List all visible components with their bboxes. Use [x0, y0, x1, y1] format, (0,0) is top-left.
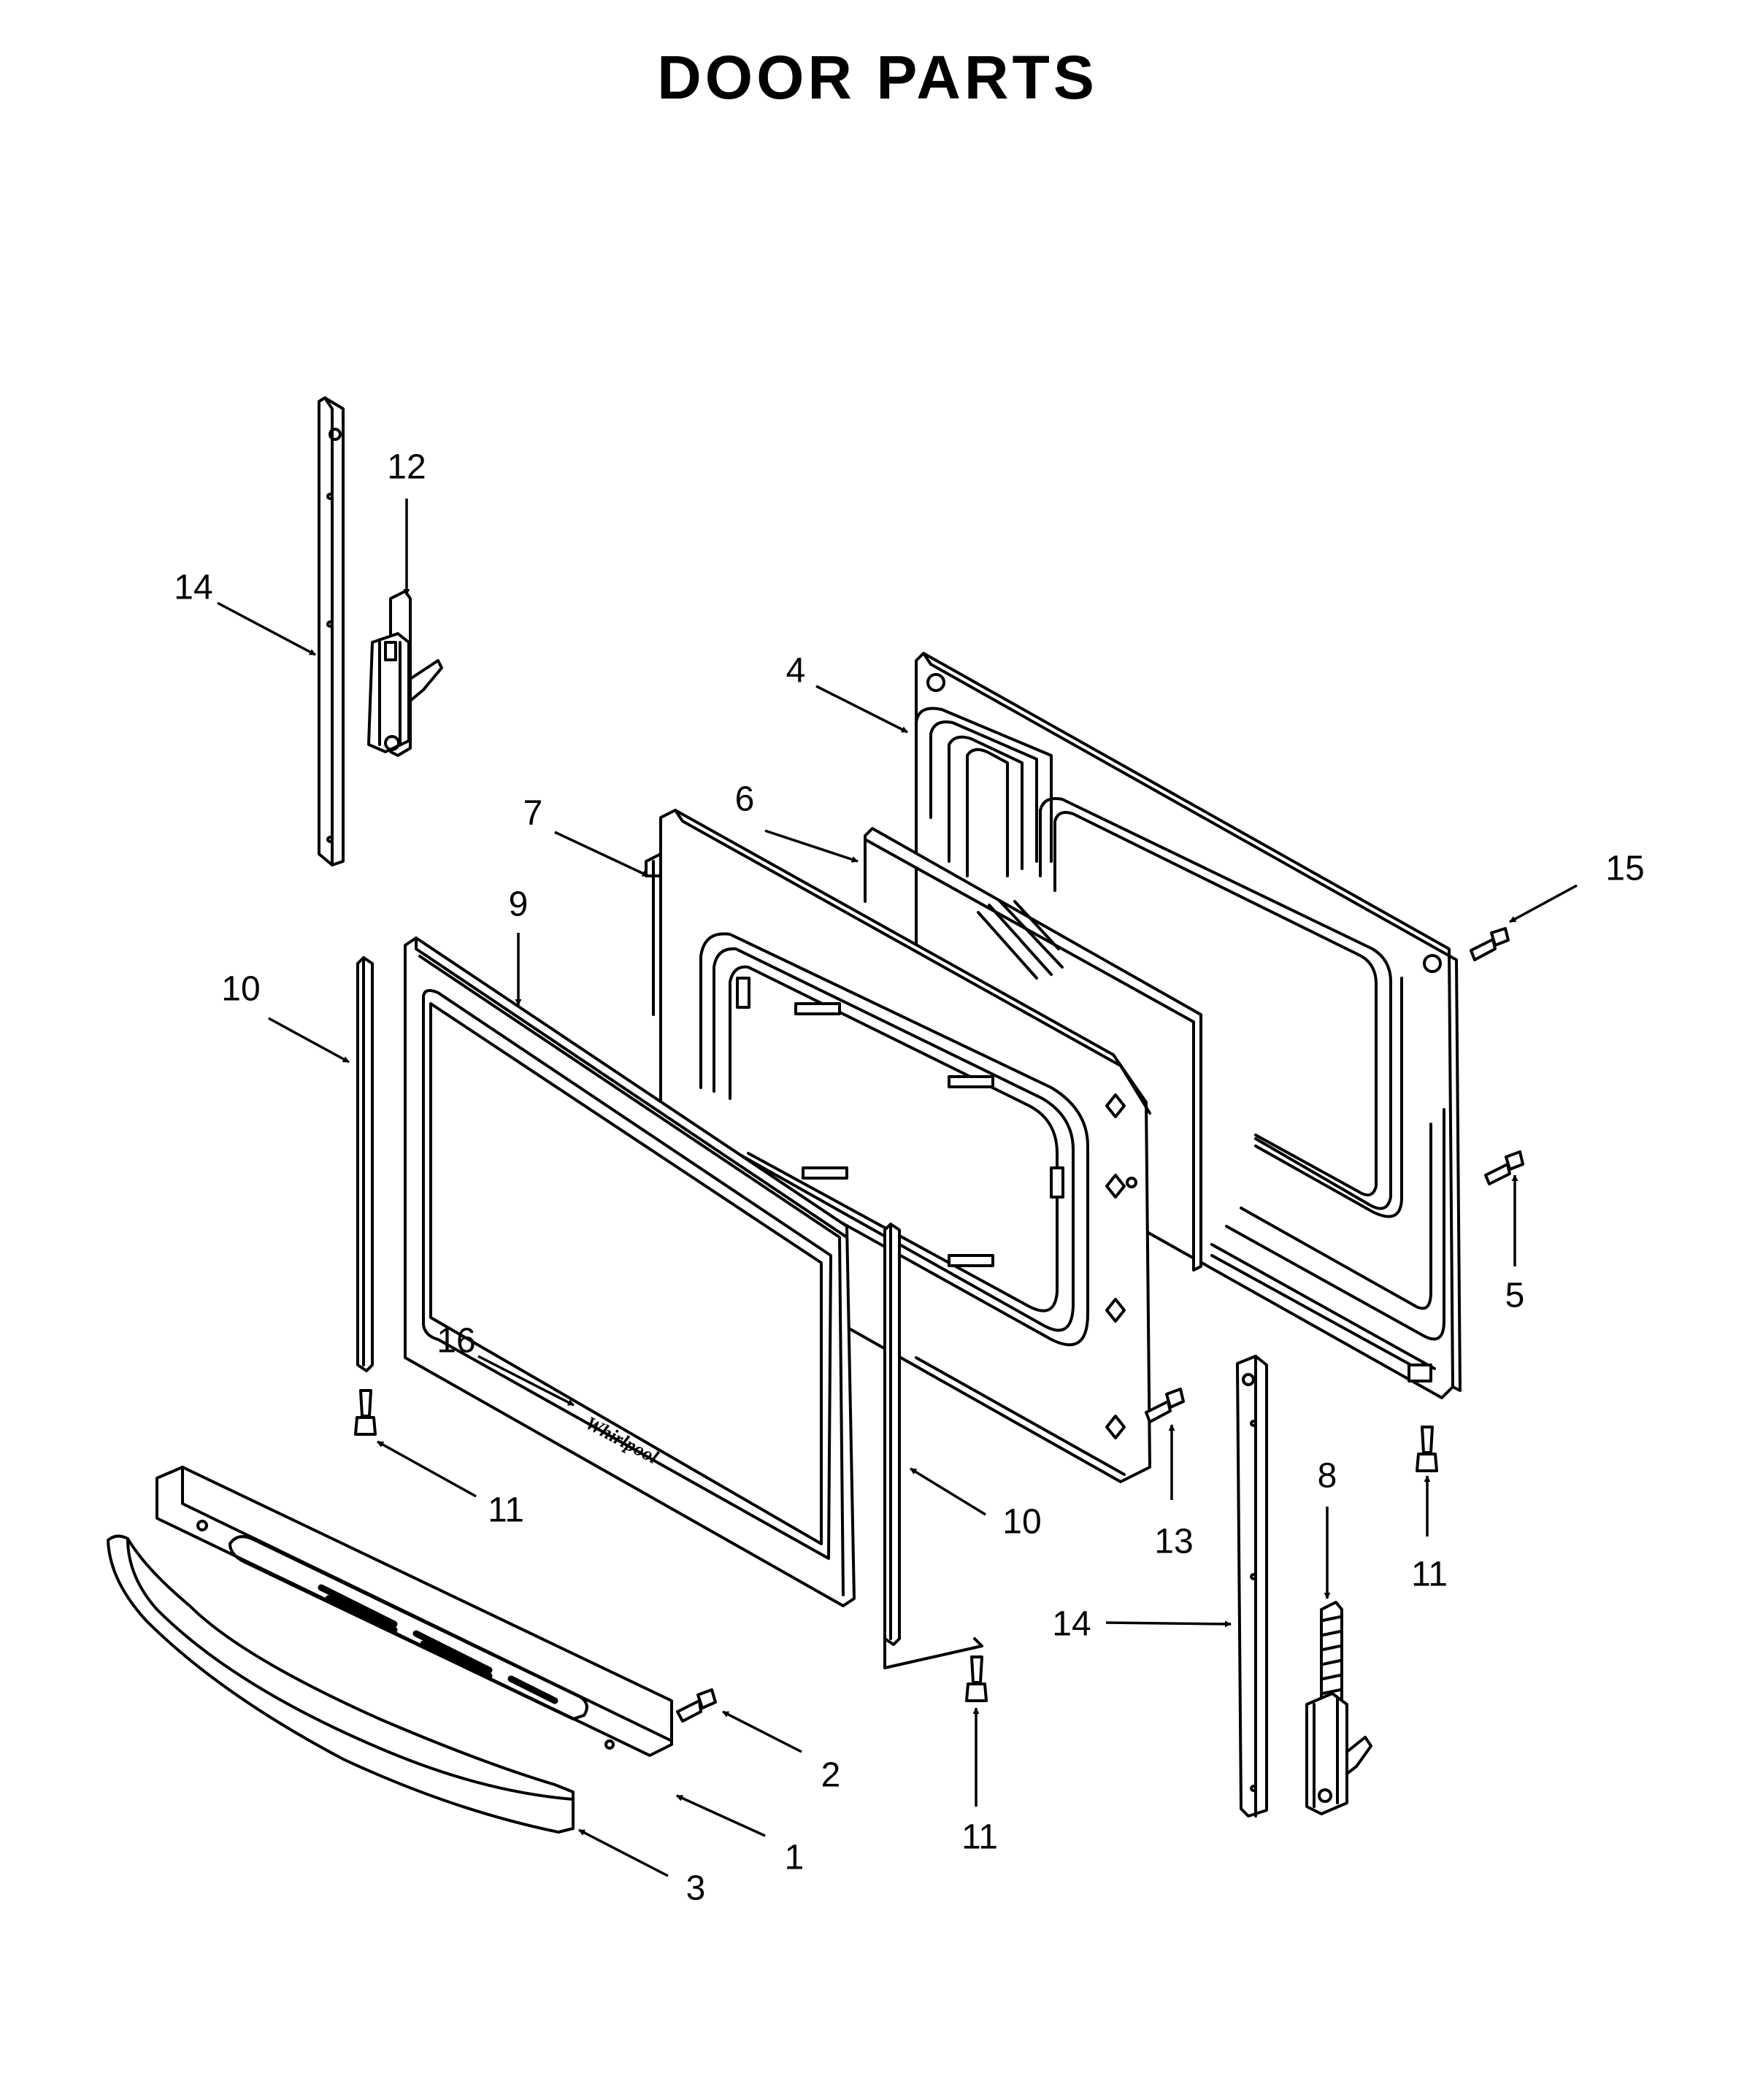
callout-12: 12	[387, 448, 426, 487]
callout-11-right: 11	[1411, 1555, 1448, 1594]
callout-3: 3	[686, 1869, 706, 1908]
callout-16: 16	[437, 1322, 475, 1361]
part-14-upper-hinge-channel	[318, 396, 345, 866]
part-1-handle-trim	[155, 1466, 673, 1757]
part-6-inner-glass	[864, 827, 1202, 1272]
part-4-outer-door-panel	[915, 652, 1462, 1399]
callout-9: 9	[509, 885, 529, 924]
leader-lines	[217, 499, 1578, 1877]
screw-11-center	[965, 1655, 988, 1702]
callout-14-lower: 14	[1052, 1605, 1091, 1644]
callout-11-left: 11	[488, 1491, 524, 1530]
part-14-lower-hinge-channel	[1236, 1355, 1268, 1818]
callout-1: 1	[785, 1839, 804, 1877]
part-12-upper-hinge	[367, 590, 443, 757]
callout-labels: 14 12 4 6 7 15 9 10 5 16 11 10 13 8 11 1…	[174, 448, 1644, 1908]
part-3-door-handle	[107, 1534, 575, 1834]
handle-vent-slots	[318, 1584, 558, 1704]
part-10-right-side-trim	[883, 1223, 983, 1669]
callout-10-left: 10	[221, 970, 260, 1009]
callout-2: 2	[821, 1756, 841, 1795]
screw-2	[676, 1688, 717, 1723]
part-7-inner-door-frame	[645, 809, 1151, 1483]
callout-8: 8	[1318, 1457, 1337, 1496]
callout-6: 6	[735, 780, 755, 819]
callout-5: 5	[1505, 1277, 1525, 1315]
callout-4: 4	[786, 652, 806, 691]
callout-15: 15	[1605, 850, 1644, 888]
callout-7: 7	[523, 794, 543, 833]
callout-14-upper: 14	[174, 569, 212, 607]
page-title: DOOR PARTS	[657, 43, 1098, 112]
screw-11-left	[354, 1389, 377, 1436]
screw-11-right	[1416, 1426, 1438, 1472]
callout-10-right: 10	[1002, 1503, 1041, 1542]
part-9-door-frame-glass: Whirlpool	[404, 936, 856, 1607]
part-8-lower-hinge	[1305, 1601, 1372, 1815]
part-10-left-side-trim	[356, 956, 374, 1372]
callout-11-center: 11	[961, 1818, 998, 1857]
callout-13: 13	[1154, 1523, 1193, 1561]
screw-13	[1145, 1388, 1185, 1423]
screw-15	[1470, 927, 1510, 961]
screw-5	[1484, 1150, 1524, 1185]
